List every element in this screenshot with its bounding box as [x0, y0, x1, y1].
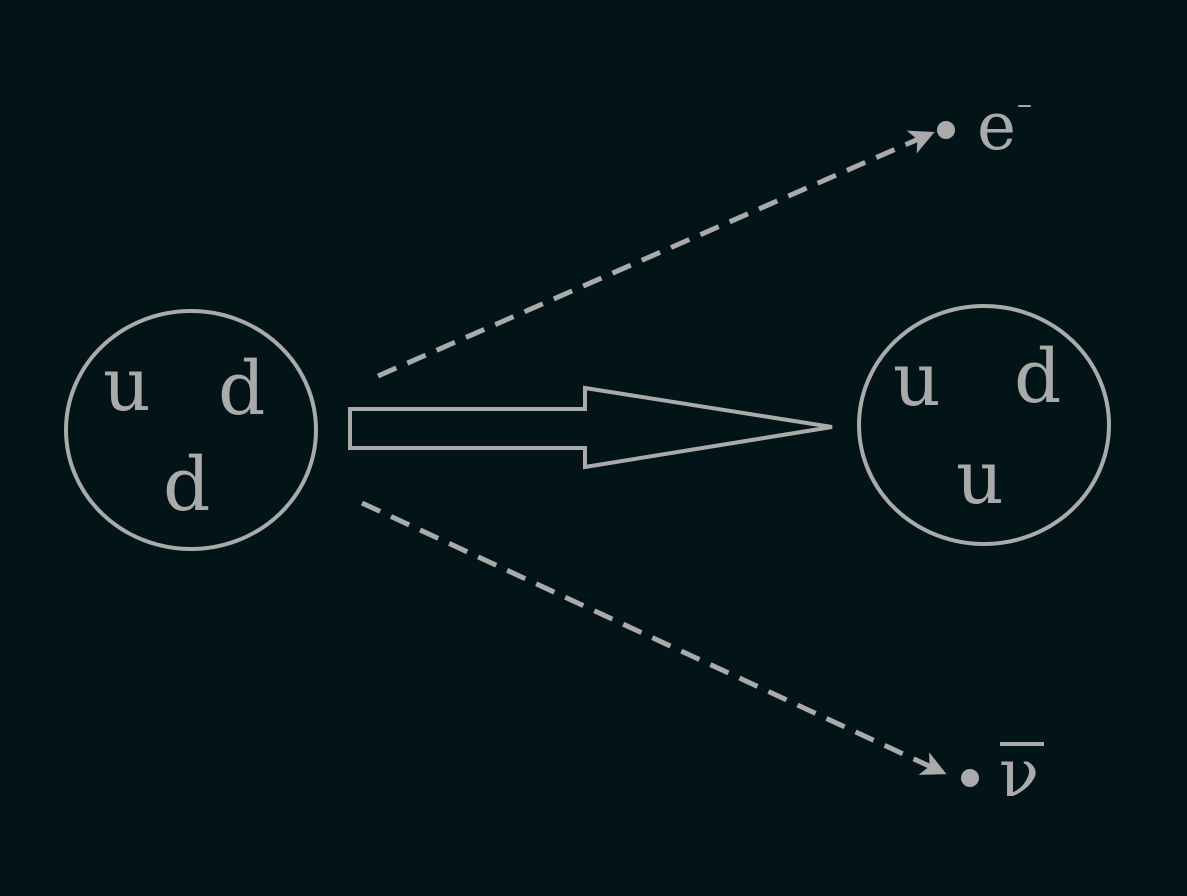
proton-quark-2: d [1014, 334, 1061, 420]
transformation-arrow [348, 385, 833, 470]
neutron-circle [64, 309, 318, 551]
neutron-quark-3: d [163, 442, 210, 528]
electron-emission-arrow [376, 130, 935, 379]
neutron-quark-2: d [218, 346, 265, 432]
proton-particle: u d u [857, 304, 1111, 546]
electron-charge: – [1017, 87, 1032, 122]
antineutrino-dot-icon [961, 769, 979, 787]
proton-circle [857, 304, 1111, 546]
electron-dot-icon [937, 121, 955, 139]
electron-symbol: e [977, 88, 1016, 165]
proton-quark-1: u [893, 337, 941, 423]
neutron-particle: u d d [64, 309, 318, 551]
antineutrino: ν [961, 735, 1044, 812]
neutron-quark-1: u [103, 342, 151, 428]
electron: e – [937, 87, 1032, 165]
proton-quark-3: u [956, 435, 1004, 521]
antineutrino-emission-arrow [360, 500, 947, 775]
antineutrino-symbol: ν [999, 735, 1039, 812]
